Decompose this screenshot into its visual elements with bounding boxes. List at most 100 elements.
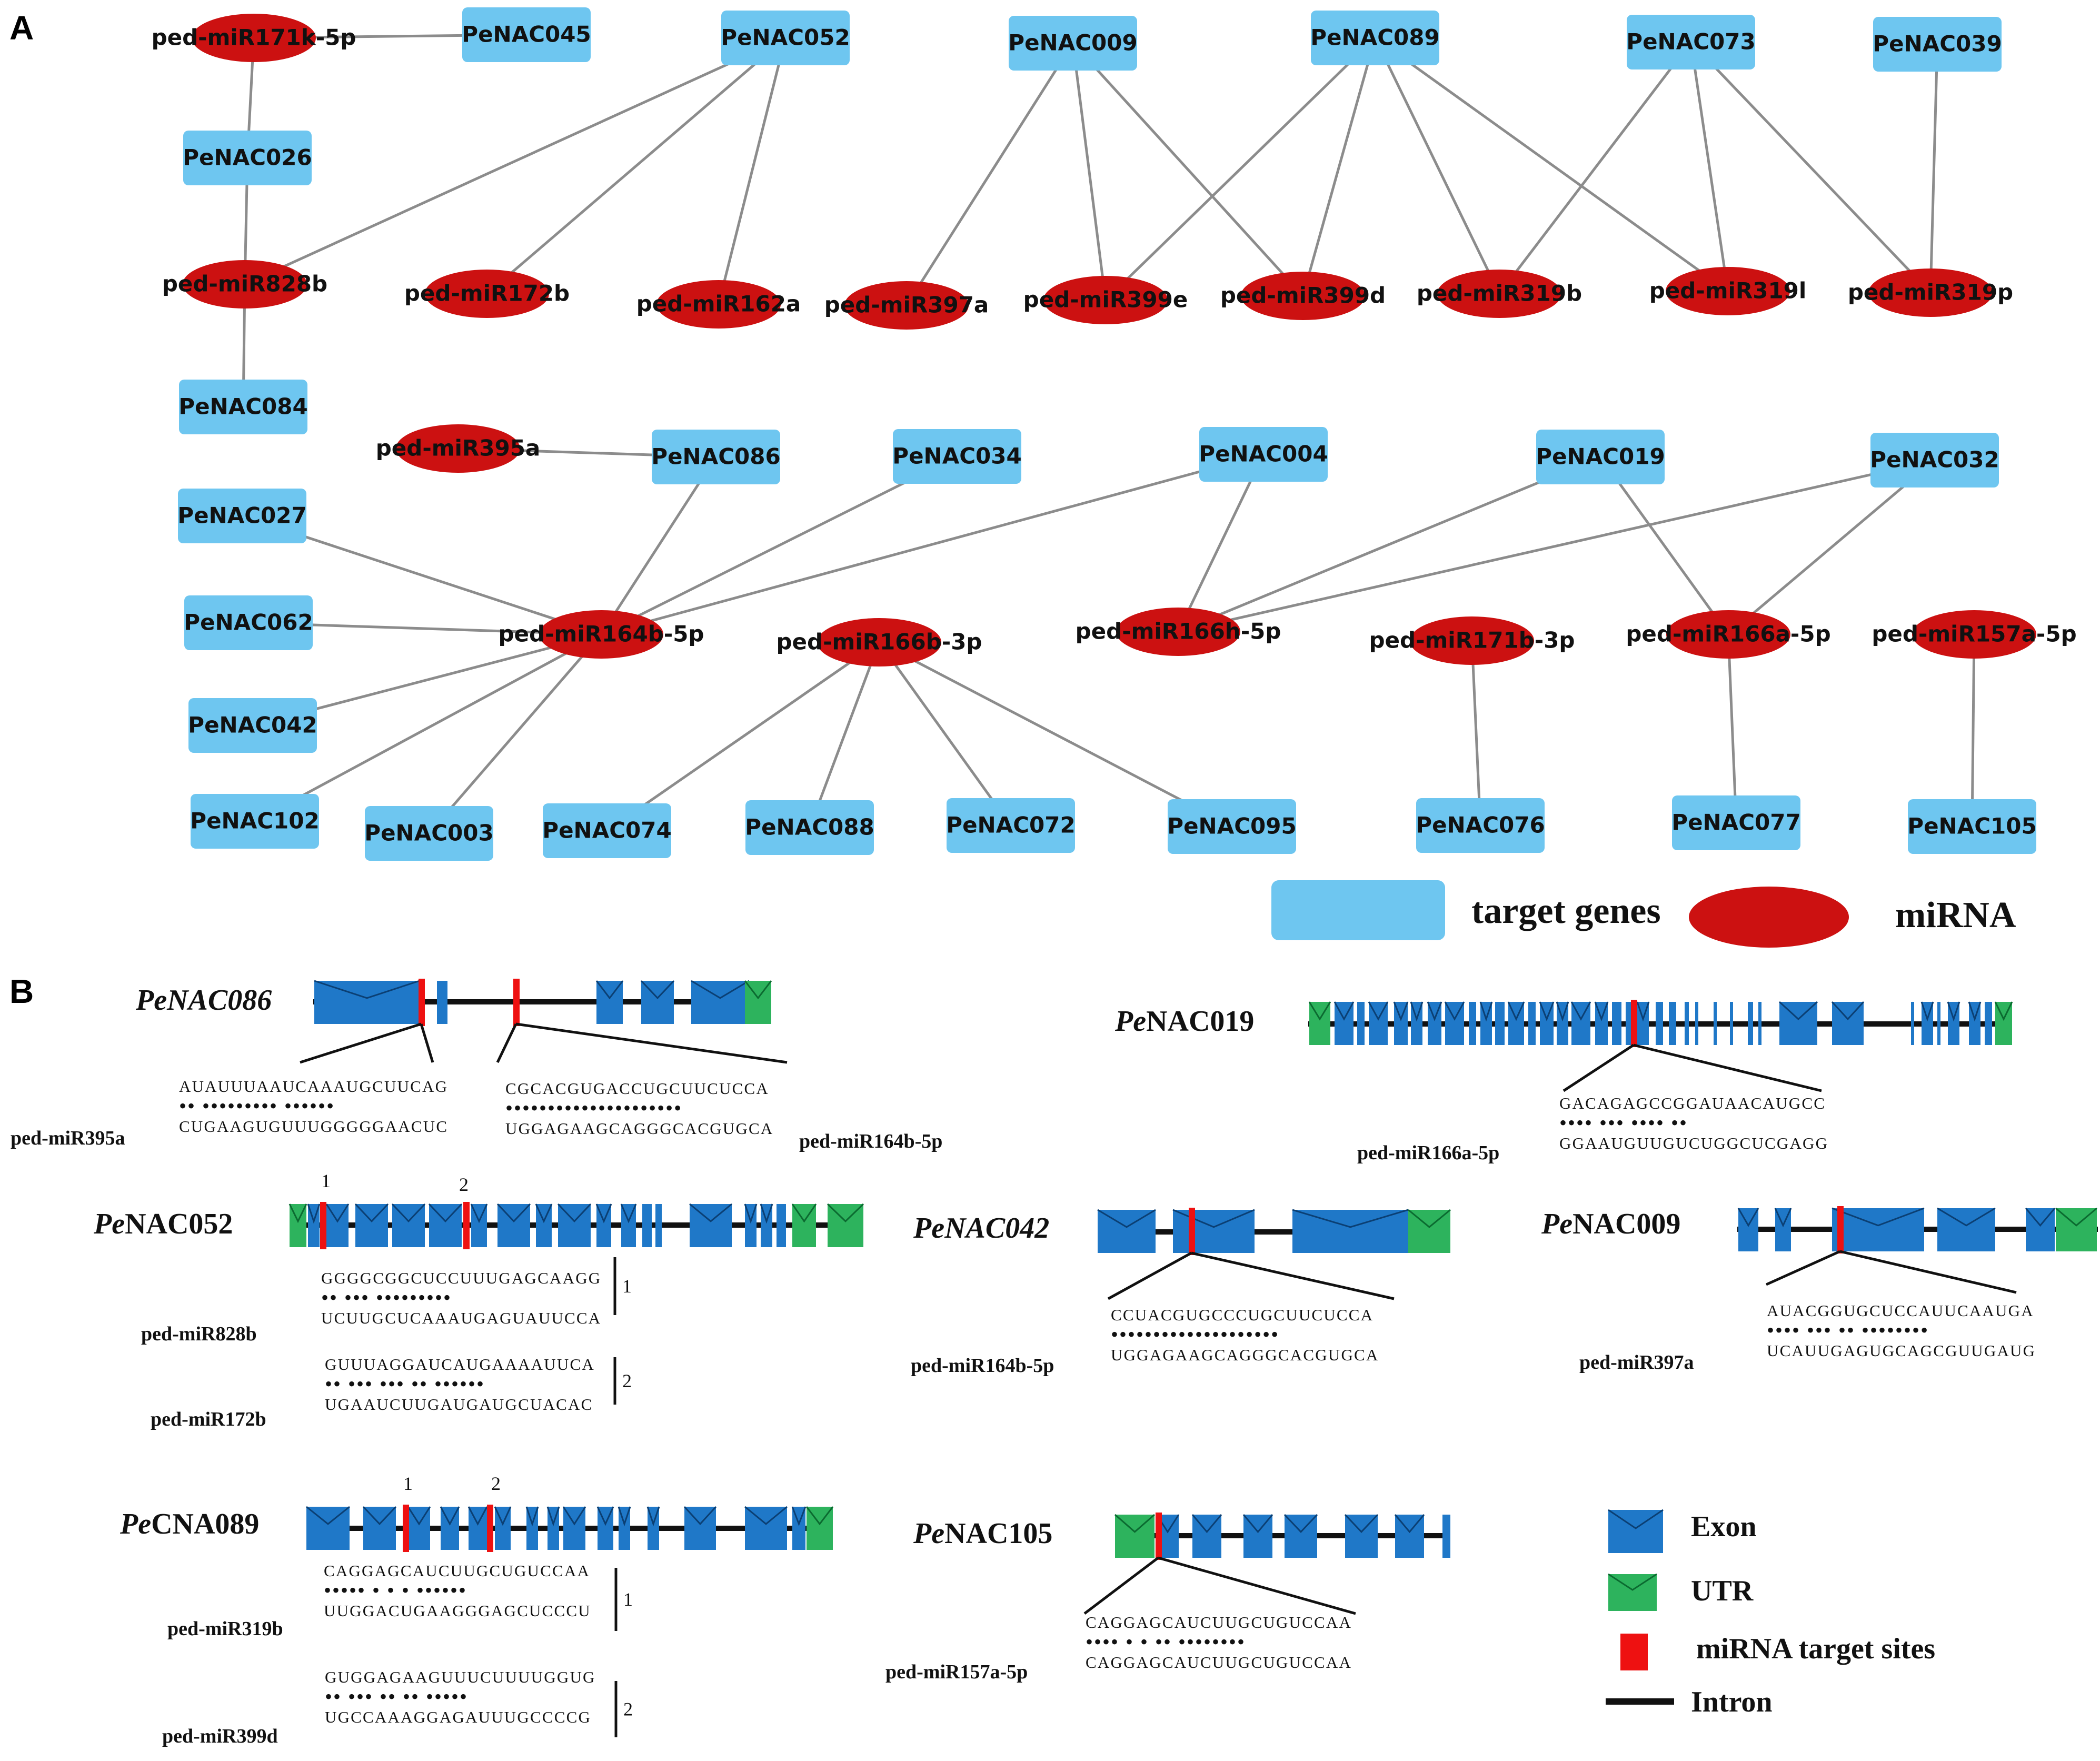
mirna-node-ellipse — [192, 14, 316, 62]
mirna-label: ped-miR172b — [151, 1408, 266, 1430]
site-connector — [1191, 1251, 1395, 1300]
gene-node-penac027: PeNAC027 — [177, 489, 307, 543]
gene-node-label: PeNAC026 — [183, 145, 312, 171]
utr — [1408, 1209, 1451, 1253]
target-sequence: AUAUUUAAUCAAAUGCUUCAG — [179, 1077, 448, 1096]
mirna-node-ped-mir395a: ped-miR395a — [376, 424, 540, 473]
gene-node-label: PeNAC072 — [946, 812, 1075, 838]
exon — [1191, 1514, 1222, 1558]
pairing-dots: •• ••• •• •• ••••• — [325, 1685, 468, 1708]
mirna-label: ped-miR399d — [162, 1725, 278, 1747]
exon — [1612, 1002, 1621, 1045]
pairing-dots: •••••••••••••••••••• — [1111, 1322, 1279, 1346]
mirna-node-ped-mir171k-5p: ped-miR171k-5p — [152, 14, 356, 62]
mirna-node-ped-mir828b: ped-miR828b — [162, 260, 327, 309]
mirna-label: ped-miR157a-5p — [885, 1661, 1028, 1683]
gene-node-box — [1873, 17, 2002, 72]
gene-node-label: PeNAC077 — [1671, 810, 1800, 835]
exon — [596, 1506, 614, 1550]
gene-node-penac088: PeNAC088 — [745, 800, 874, 855]
exon — [642, 1204, 652, 1247]
exon — [1774, 1208, 1792, 1251]
exon — [595, 1203, 612, 1247]
exon — [1172, 1209, 1255, 1253]
pairing-dots: ••••••••••••••••••••• — [505, 1096, 682, 1120]
gene-node-box — [1311, 11, 1439, 65]
exon — [307, 1203, 321, 1247]
exon — [791, 1506, 807, 1550]
exon — [1394, 1514, 1425, 1558]
edge-penac102--ped-mir164b-5p — [254, 633, 602, 823]
gene-node-label: PeNAC027 — [177, 503, 306, 529]
gene-node-penac003: PeNAC003 — [364, 806, 494, 861]
gene-node-label: PeNAC052 — [721, 25, 850, 51]
site-connector — [515, 1022, 788, 1064]
mirna-node-ped-mir319l: ped-miR319l — [1649, 267, 1806, 315]
gene-node-box — [462, 7, 591, 62]
exon — [683, 1506, 717, 1550]
pairing-dots: ••••• • • • •••••• — [324, 1578, 467, 1602]
exon — [1947, 1001, 1960, 1045]
exon — [1528, 1002, 1536, 1045]
exon — [1937, 1002, 1940, 1045]
exon — [1758, 1002, 1761, 1045]
exon — [1778, 1001, 1818, 1045]
gene-node-box — [184, 595, 313, 650]
mirna-label: ped-miR164b-5p — [799, 1130, 942, 1152]
gene-node-penac052: PeNAC052 — [721, 11, 850, 65]
mirna-node-ped-mir319b: ped-miR319b — [1417, 270, 1582, 318]
duplex-number: 2 — [623, 1699, 633, 1720]
intron-legend-label: Intron — [1691, 1686, 1773, 1718]
exon — [440, 1506, 460, 1550]
gene-node-box — [1416, 798, 1545, 853]
pairing-dots: •••• ••• •• •••••••• — [1767, 1318, 1929, 1342]
gene-title-italic: Pe — [913, 1517, 944, 1550]
mirna-node-ellipse — [1666, 267, 1790, 315]
edge-ped-mir166b-3p--penac074 — [606, 641, 880, 832]
gene-node-label: PeNAC034 — [892, 443, 1021, 469]
edge-penac032--ped-mir166a-5p — [1727, 459, 1936, 635]
mirna-node-ellipse — [1410, 616, 1534, 665]
exon — [1656, 1002, 1663, 1045]
gene-node-box — [1908, 799, 2036, 854]
mirna-sequence: CUGAAGUGUUUGGGGGAACUC — [179, 1117, 448, 1136]
site-connector — [300, 1022, 422, 1064]
mirna-sequence: UGGAGAAGCAGGGCACGUGCA — [1111, 1346, 1379, 1364]
gene-node-penac019: PeNAC019 — [1536, 430, 1665, 484]
exon — [1937, 1207, 1996, 1251]
mirna-label: ped-miR166a-5p — [1357, 1142, 1499, 1164]
exon — [407, 1506, 431, 1550]
exon — [525, 1506, 539, 1550]
mirna-target-site — [1156, 1513, 1162, 1560]
target-sequence: GGGGCGGCUCCUUUGAGCAAGG — [321, 1269, 601, 1287]
exon — [1442, 1515, 1450, 1558]
edge-penac009--ped-mir399e — [1071, 43, 1107, 301]
gene-node-box — [179, 380, 307, 434]
exon — [1283, 1514, 1318, 1558]
legend-gene-swatch — [1271, 880, 1445, 940]
mirna-node-ped-mir162a: ped-miR162a — [636, 280, 801, 329]
gene-node-penac009: PeNAC009 — [1008, 16, 1138, 71]
exon — [546, 1506, 560, 1550]
gene-node-penac076: PeNAC076 — [1416, 798, 1545, 853]
gene-node-penac077: PeNAC077 — [1671, 795, 1801, 850]
mirna-node-label: ped-miR164b-5p — [498, 621, 704, 647]
pairing-dots: •••• • • •• •••••••• — [1086, 1630, 1246, 1654]
mirna-node-label: ped-miR157a-5p — [1872, 621, 2076, 647]
site-connector — [1083, 1557, 1159, 1615]
mirna-node-label: ped-miR166b-3p — [776, 629, 982, 655]
site-legend-label: miRNA target sites — [1696, 1633, 1935, 1665]
mirna-node-label: ped-miR171b-3p — [1369, 628, 1575, 653]
gene-title-rest: CNA089 — [151, 1508, 259, 1540]
site-number: 1 — [403, 1473, 413, 1494]
exon — [306, 1506, 350, 1550]
exon — [1410, 1001, 1424, 1045]
exon — [2025, 1208, 2056, 1251]
